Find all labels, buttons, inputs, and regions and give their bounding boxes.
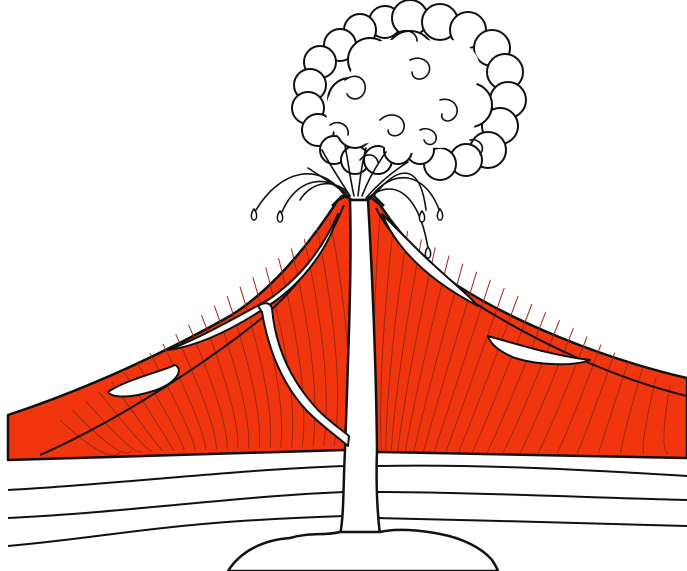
lava-drop — [425, 247, 430, 258]
cloud-fill — [326, 76, 394, 144]
lava-drop — [419, 211, 424, 222]
lava-drop — [277, 211, 282, 222]
ejecta-arc-left-1 — [256, 174, 345, 210]
lava-drop — [251, 209, 256, 220]
eruption-cloud — [292, 0, 526, 180]
lava-drop — [437, 209, 442, 220]
magma-chamber — [228, 530, 498, 571]
